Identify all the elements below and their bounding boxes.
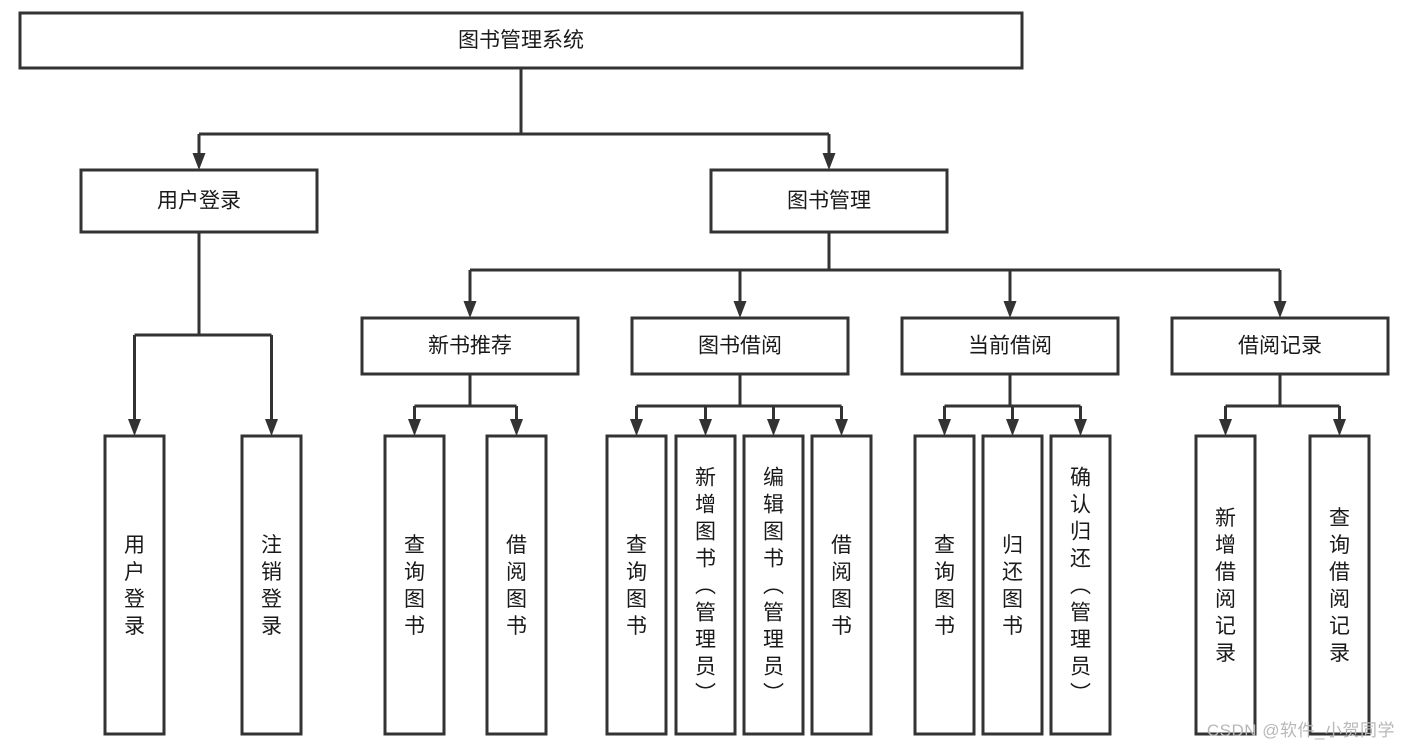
node-leaf-query-book-cur[interactable]: 查询图书 bbox=[913, 434, 976, 736]
node-box[interactable] bbox=[360, 316, 580, 376]
node-label: 借阅图书 bbox=[506, 534, 527, 638]
arrow-head-icon bbox=[938, 419, 951, 436]
node-leaf-logout[interactable]: 注销登录 bbox=[240, 434, 303, 736]
node-user-login[interactable]: 用户登录 bbox=[79, 168, 319, 234]
node-label: 查询图书 bbox=[404, 534, 425, 638]
node-label: 新增借阅记录 bbox=[1215, 507, 1236, 665]
node-box[interactable] bbox=[383, 434, 446, 736]
connector-group bbox=[463, 232, 1287, 318]
node-label: 注销登录 bbox=[261, 534, 282, 638]
node-box[interactable] bbox=[1049, 434, 1112, 736]
connector-group bbox=[192, 68, 836, 170]
node-box[interactable] bbox=[485, 434, 548, 736]
node-box[interactable] bbox=[913, 434, 976, 736]
node-label: 借阅记录 bbox=[1238, 335, 1322, 358]
node-label: 图书管理 bbox=[787, 190, 871, 213]
arrow-head-icon bbox=[463, 301, 477, 318]
node-label: 图书管理系统 bbox=[458, 29, 584, 52]
node-label: 查询图书 bbox=[934, 534, 955, 638]
node-box[interactable] bbox=[674, 434, 737, 736]
node-new-book-rec[interactable]: 新书推荐 bbox=[360, 316, 580, 376]
node-box[interactable] bbox=[1194, 434, 1257, 736]
node-box[interactable] bbox=[18, 11, 1024, 70]
node-box[interactable] bbox=[630, 316, 850, 376]
node-box[interactable] bbox=[605, 434, 668, 736]
arrow-head-icon bbox=[1003, 301, 1017, 318]
node-label: 用户登录 bbox=[124, 534, 145, 638]
arrow-head-icon bbox=[699, 419, 712, 436]
node-box[interactable] bbox=[1308, 434, 1371, 736]
node-box[interactable] bbox=[810, 434, 873, 736]
arrow-head-icon bbox=[192, 153, 206, 170]
node-borrow-record[interactable]: 借阅记录 bbox=[1170, 316, 1390, 376]
node-box[interactable] bbox=[103, 434, 166, 736]
connector-group bbox=[1219, 374, 1346, 436]
arrow-head-icon bbox=[822, 153, 836, 170]
node-box[interactable] bbox=[709, 168, 949, 234]
node-box[interactable] bbox=[79, 168, 319, 234]
node-label: 图书借阅 bbox=[698, 335, 782, 358]
node-box[interactable] bbox=[240, 434, 303, 736]
node-leaf-edit-book[interactable]: 编辑图书︵管理员︶ bbox=[742, 434, 805, 736]
node-box[interactable] bbox=[900, 316, 1120, 376]
arrow-head-icon bbox=[128, 419, 141, 436]
node-leaf-borrow-book[interactable]: 借阅图书 bbox=[810, 434, 873, 736]
node-book-manage[interactable]: 图书管理 bbox=[709, 168, 949, 234]
node-box[interactable] bbox=[742, 434, 805, 736]
connector-group bbox=[938, 374, 1087, 436]
node-book-borrow[interactable]: 图书借阅 bbox=[630, 316, 850, 376]
arrow-head-icon bbox=[1273, 301, 1287, 318]
node-label: 用户登录 bbox=[157, 190, 241, 213]
node-label: 编辑图书︵管理员︶ bbox=[763, 467, 784, 706]
node-label: 当前借阅 bbox=[968, 335, 1052, 358]
node-leaf-return-book[interactable]: 归还图书 bbox=[981, 434, 1044, 736]
node-label: 归还图书 bbox=[1002, 534, 1023, 638]
connector-group bbox=[408, 374, 523, 436]
nodes-layer: 图书管理系统用户登录图书管理新书推荐图书借阅当前借阅借阅记录用户登录注销登录查询… bbox=[18, 11, 1390, 736]
arrow-head-icon bbox=[1006, 419, 1019, 436]
node-label: 新增图书︵管理员︶ bbox=[695, 467, 716, 706]
node-leaf-confirm-return[interactable]: 确认归还︵管理员︶ bbox=[1049, 434, 1112, 736]
node-leaf-user-login[interactable]: 用户登录 bbox=[103, 434, 166, 736]
node-leaf-query-book-rec[interactable]: 查询图书 bbox=[383, 434, 446, 736]
node-label: 查询借阅记录 bbox=[1329, 507, 1350, 665]
connector-group bbox=[630, 374, 848, 436]
arrow-head-icon bbox=[408, 419, 421, 436]
connectors-layer bbox=[128, 68, 1346, 436]
connector-group bbox=[128, 232, 278, 436]
arrow-head-icon bbox=[835, 419, 848, 436]
node-label: 查询图书 bbox=[626, 534, 647, 638]
node-current-borrow[interactable]: 当前借阅 bbox=[900, 316, 1120, 376]
node-label: 确认归还︵管理员︶ bbox=[1070, 467, 1091, 706]
arrow-head-icon bbox=[1074, 419, 1087, 436]
arrow-head-icon bbox=[767, 419, 780, 436]
node-label: 借阅图书 bbox=[831, 534, 852, 638]
node-leaf-borrow-book-rec[interactable]: 借阅图书 bbox=[485, 434, 548, 736]
node-box[interactable] bbox=[1170, 316, 1390, 376]
node-leaf-add-book[interactable]: 新增图书︵管理员︶ bbox=[674, 434, 737, 736]
arrow-head-icon bbox=[265, 419, 278, 436]
arrow-head-icon bbox=[630, 419, 643, 436]
node-leaf-query-record[interactable]: 查询借阅记录 bbox=[1308, 434, 1371, 736]
node-root[interactable]: 图书管理系统 bbox=[18, 11, 1024, 70]
node-box[interactable] bbox=[981, 434, 1044, 736]
arrow-head-icon bbox=[1219, 419, 1232, 436]
arrow-head-icon bbox=[733, 301, 747, 318]
node-leaf-query-book[interactable]: 查询图书 bbox=[605, 434, 668, 736]
arrow-head-icon bbox=[1333, 419, 1346, 436]
arrow-head-icon bbox=[510, 419, 523, 436]
node-leaf-add-record[interactable]: 新增借阅记录 bbox=[1194, 434, 1257, 736]
node-label: 新书推荐 bbox=[428, 335, 512, 358]
